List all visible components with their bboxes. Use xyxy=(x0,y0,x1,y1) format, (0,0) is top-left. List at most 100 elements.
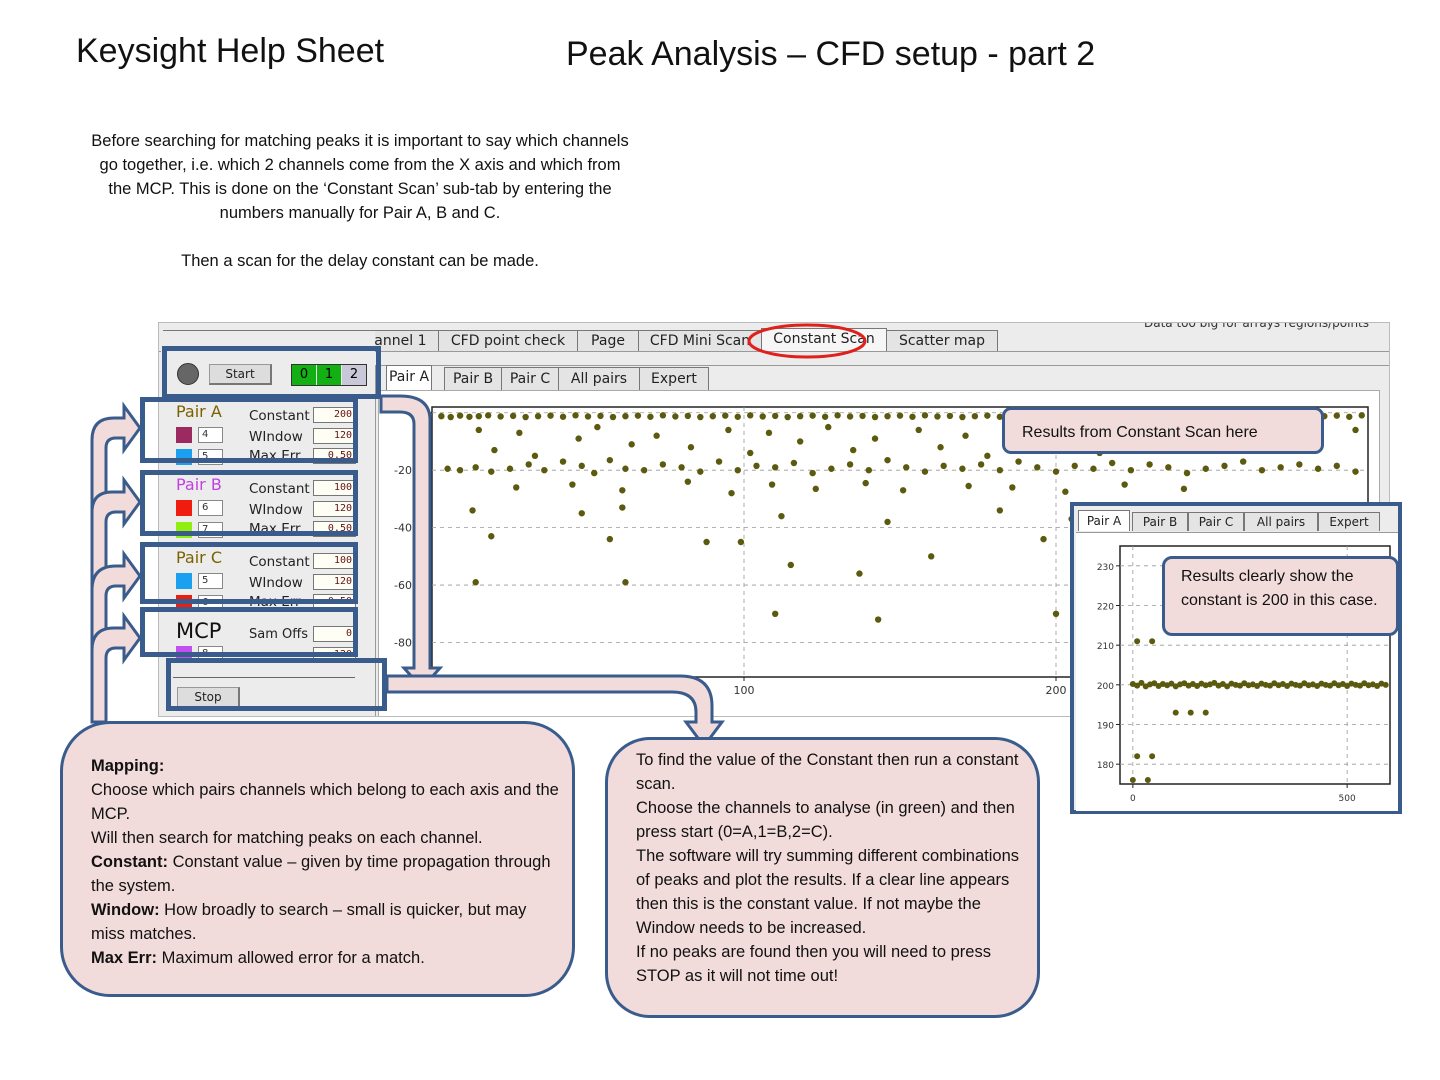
results-callout: Results from Constant Scan here xyxy=(1002,407,1324,454)
channel-select-0[interactable]: 0 xyxy=(292,365,316,385)
pair-b-constant-label: Constant xyxy=(249,481,310,497)
main-chart-data-point xyxy=(640,466,648,474)
tab-page[interactable]: Page xyxy=(577,330,639,352)
status-led xyxy=(177,363,199,385)
pair-a-window-label: WIndow xyxy=(249,429,303,445)
main-chart-data-point xyxy=(472,579,479,586)
main-chart-data-point xyxy=(697,468,704,475)
main-chart-data-point xyxy=(606,456,614,464)
main-chart-data-point xyxy=(768,481,776,488)
pair-a-ch1-field[interactable]: 4 xyxy=(198,427,223,443)
main-chart-data-point xyxy=(728,489,735,497)
main-chart-data-point xyxy=(1352,468,1359,475)
main-chart-data-point xyxy=(996,413,1004,420)
main-chart-data-point xyxy=(475,426,482,434)
main-chart-data-point xyxy=(996,466,1004,474)
mcp-highlight-box xyxy=(140,607,358,657)
inset-tab-all-pairs[interactable]: All pairs xyxy=(1244,512,1318,531)
inset-chart-data-point xyxy=(1144,777,1151,784)
main-chart-data-point xyxy=(531,452,539,460)
main-chart-data-point xyxy=(859,412,866,420)
pair-a-window-field[interactable]: 120 xyxy=(313,428,356,444)
pair-c-ch1-swatch xyxy=(176,573,192,589)
inset-chart-x-tick-label: 0 xyxy=(1130,794,1136,804)
pair-b-ch1-swatch xyxy=(176,500,192,516)
inset-tab-pair-b[interactable]: Pair B xyxy=(1132,512,1188,531)
main-chart-data-point xyxy=(725,426,732,434)
main-chart-data-point xyxy=(1127,466,1135,474)
page-title-left: Keysight Help Sheet xyxy=(76,32,385,70)
subtab-expert[interactable]: Expert xyxy=(639,367,709,390)
main-chart-data-point xyxy=(628,441,635,448)
scan-text: To find the value of the Constant then r… xyxy=(636,751,1020,985)
pair-a-highlight-box xyxy=(140,397,358,463)
main-chart-data-point xyxy=(1183,469,1191,477)
tab-cfd-mini-scan[interactable]: CFD Mini Scan xyxy=(638,330,762,352)
main-chart-data-point xyxy=(575,435,582,442)
inset-tab-pair-a[interactable]: Pair A xyxy=(1078,510,1130,531)
stop-highlight-box xyxy=(166,658,387,711)
inset-chart-data-point xyxy=(1202,709,1209,716)
main-chart-data-point xyxy=(796,412,804,420)
main-chart-data-point xyxy=(772,412,779,420)
start-button[interactable]: Start xyxy=(209,364,272,385)
mcp-label: MCP xyxy=(176,619,222,643)
pair-b-window-field[interactable]: 120 xyxy=(313,501,356,517)
main-chart-data-point xyxy=(597,412,604,420)
channel-select-2[interactable]: 2 xyxy=(342,365,366,385)
mcp-sam-offs-field[interactable]: 0 xyxy=(313,626,356,642)
main-chart-data-point xyxy=(1258,466,1266,474)
main-chart-data-point xyxy=(787,561,794,569)
main-chart-data-point xyxy=(1352,426,1359,434)
inset-tab-pair-c[interactable]: Pair C xyxy=(1188,512,1244,531)
tab-scatter-map[interactable]: Scatter map xyxy=(886,330,998,352)
channel-selector: 0 1 2 xyxy=(291,364,367,386)
inset-chart-data-point xyxy=(1138,679,1145,686)
main-chart-data-point xyxy=(578,462,585,470)
arrow-mapping-to-mcp xyxy=(90,611,142,724)
pair-a-label: Pair A xyxy=(176,402,222,421)
inset-chart-data-point xyxy=(1172,709,1179,716)
main-chart-data-point xyxy=(962,432,969,439)
main-chart-data-point xyxy=(497,413,504,420)
main-chart-data-point xyxy=(488,468,495,475)
tab-cfd-point-check[interactable]: CFD point check xyxy=(438,330,578,352)
main-chart-data-point xyxy=(1277,464,1284,471)
pair-c-ch1-field[interactable]: 5 xyxy=(198,573,223,589)
main-chart-data-point xyxy=(606,535,614,543)
inset-chart-y-tick-label: 220 xyxy=(1097,603,1114,613)
main-chart-data-point xyxy=(921,412,929,419)
main-chart-data-point xyxy=(456,412,464,419)
main-chart-data-point xyxy=(834,412,841,419)
window-term: Window: xyxy=(91,901,160,919)
inset-tab-expert[interactable]: Expert xyxy=(1318,512,1380,531)
inset-chart-data-point xyxy=(1149,638,1156,645)
subtab-pair-b[interactable]: Pair B xyxy=(444,367,502,390)
main-chart-data-point xyxy=(946,412,954,420)
inset-chart-data-point xyxy=(1134,682,1141,689)
main-chart-data-point xyxy=(884,412,891,420)
main-chart-data-point xyxy=(965,482,972,490)
mapping-line-2: Will then search for matching peaks on e… xyxy=(91,829,483,847)
main-chart-x-tick-label: 100 xyxy=(734,684,755,697)
subtab-all-pairs[interactable]: All pairs xyxy=(558,367,640,390)
inset-chart-data-point xyxy=(1129,777,1136,784)
main-chart-data-point xyxy=(1071,462,1078,470)
main-chart-data-point xyxy=(488,533,495,540)
pair-b-ch1-field[interactable]: 6 xyxy=(198,500,223,516)
main-chart-data-point xyxy=(1296,461,1303,468)
maxerr-definition: Maximum allowed error for a match. xyxy=(157,949,425,967)
main-chart-data-point xyxy=(884,456,891,464)
main-chart-data-point xyxy=(772,610,779,618)
subtab-pair-c[interactable]: Pair C xyxy=(501,367,559,390)
channel-select-1[interactable]: 1 xyxy=(317,365,341,385)
main-chart-data-point xyxy=(491,446,498,454)
mcp-sam-offs-label: Sam Offs xyxy=(249,627,308,642)
main-chart-data-point xyxy=(765,429,773,437)
main-chart-data-point xyxy=(584,413,592,420)
subtab-pair-a[interactable]: Pair A xyxy=(386,365,432,390)
pair-c-label: Pair C xyxy=(176,548,223,567)
stop-button[interactable]: Stop xyxy=(177,687,240,708)
pair-b-highlight-box xyxy=(140,470,358,536)
main-chart-data-point xyxy=(687,444,695,451)
